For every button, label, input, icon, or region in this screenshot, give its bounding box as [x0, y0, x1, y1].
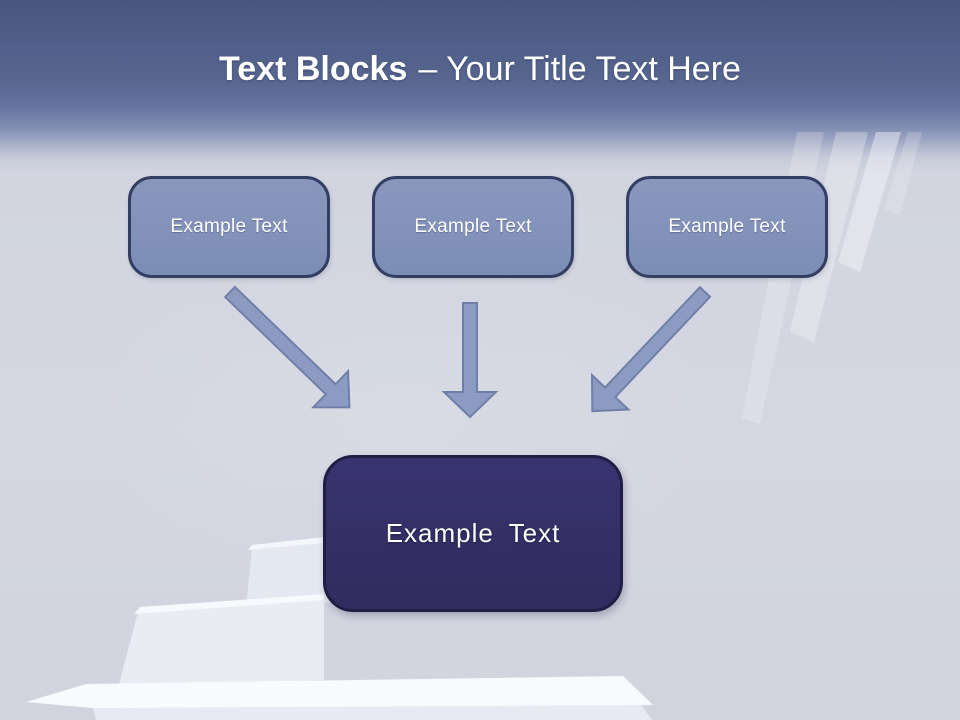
source-block-1-label: Example Text: [170, 216, 288, 237]
arrow-down-icon: [441, 302, 499, 419]
target-block[interactable]: Example Text: [323, 455, 623, 612]
source-block-2-label: Example Text: [414, 216, 532, 237]
target-block-label: Example Text: [385, 518, 561, 548]
source-block-1[interactable]: Example Text: [128, 176, 330, 278]
source-block-3-label: Example Text: [668, 216, 786, 237]
arrow-down-right-icon: [223, 285, 351, 409]
source-block-2[interactable]: Example Text: [372, 176, 574, 278]
title-bold-text: Text Blocks: [219, 50, 408, 88]
slide-title[interactable]: Text Blocks – Your Title Text Here: [0, 48, 960, 90]
arrow-down-left-icon: [590, 285, 712, 413]
title-regular-text: – Your Title Text Here: [418, 50, 741, 88]
source-block-3[interactable]: Example Text: [626, 176, 828, 278]
